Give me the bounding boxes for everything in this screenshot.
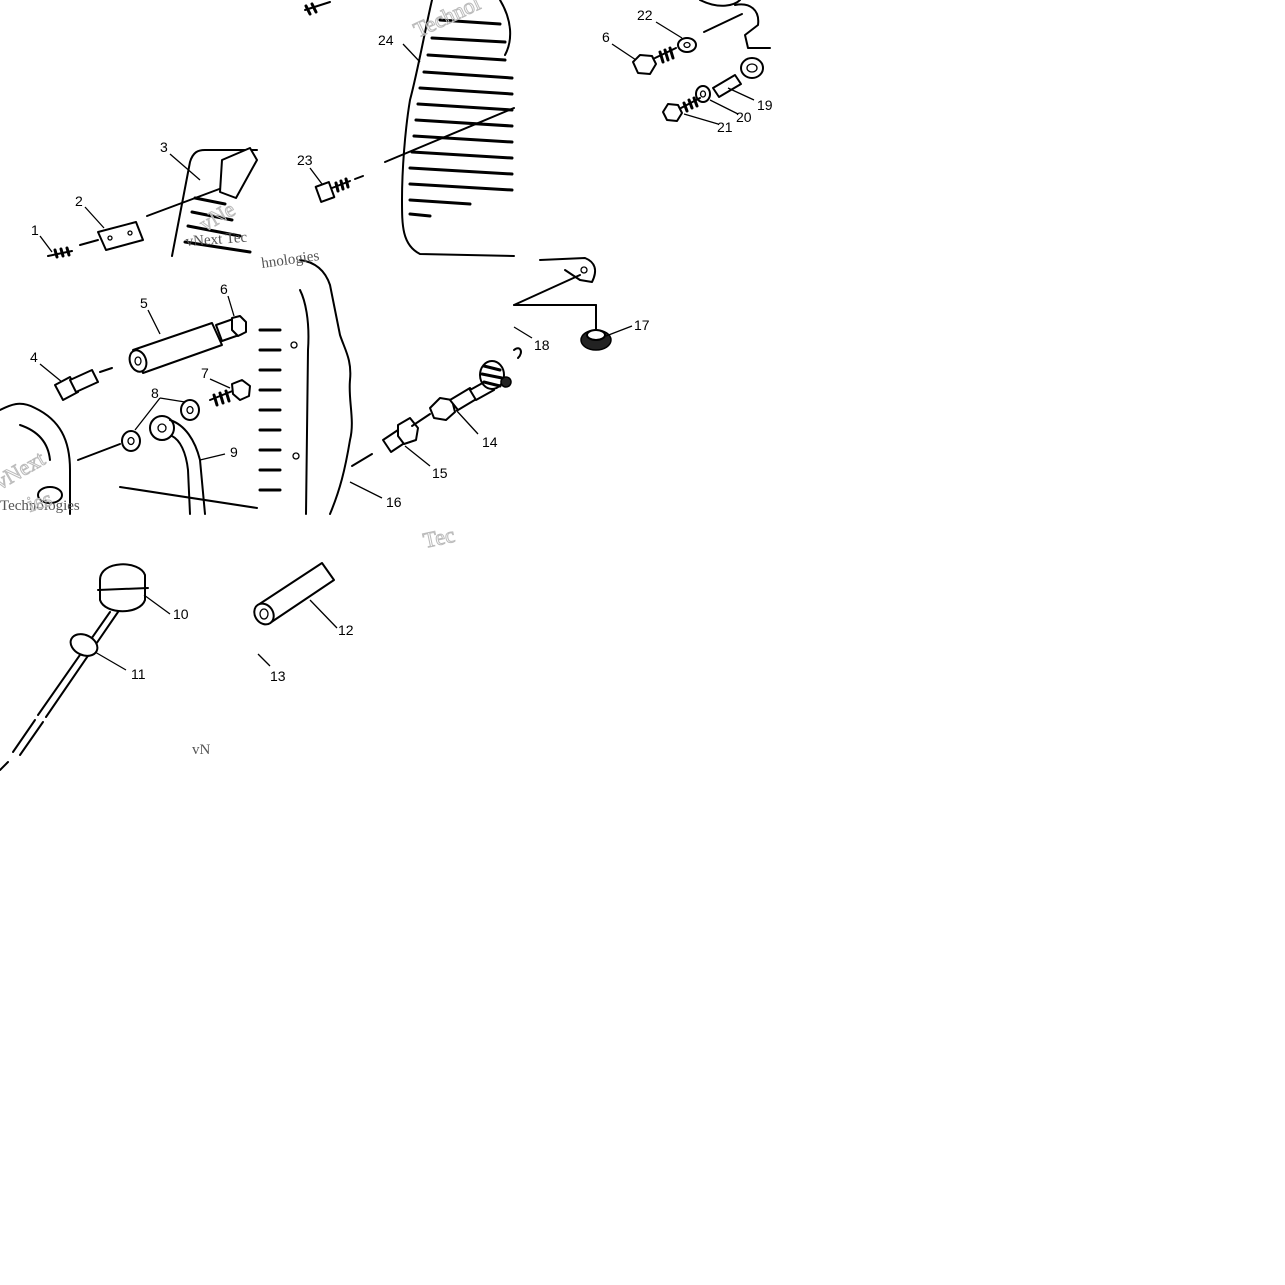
- callout-20: 20: [736, 109, 752, 125]
- callout-14: 14: [482, 434, 498, 450]
- oring-11: [69, 633, 99, 657]
- oil-fitting-group: vNext Technologies: [0, 315, 258, 515]
- dipstick-cap-10: [97, 563, 149, 613]
- callout-1: 1: [31, 222, 39, 238]
- callout-7: 7: [201, 365, 209, 381]
- grommet-17: [580, 329, 612, 351]
- bolt-6-upper: [632, 46, 677, 75]
- callout-16: 16: [386, 494, 402, 510]
- callout-9: 9: [230, 444, 238, 460]
- callout-23: 23: [297, 152, 313, 168]
- engine-case: [0, 402, 71, 515]
- panel-ribs: [408, 18, 514, 218]
- screw-23: [314, 175, 364, 203]
- callout-22: 22: [637, 7, 653, 23]
- fitting-14: [411, 379, 495, 427]
- callout-8: 8: [151, 385, 159, 401]
- mount-hardware-group: [632, 0, 771, 122]
- callout-2: 2: [75, 193, 83, 209]
- callout-21: 21: [717, 119, 733, 135]
- dipstick-shaft: [37, 611, 111, 716]
- screw-1: [47, 246, 73, 259]
- callout-4: 4: [30, 349, 38, 365]
- callout-17: 17: [634, 317, 650, 333]
- tank-ribs: [258, 328, 282, 492]
- fitting-15: [382, 417, 419, 453]
- washer-8b: [180, 399, 200, 421]
- svg-text:Technologies: Technologies: [0, 498, 80, 514]
- callout-6-upper: 6: [602, 29, 610, 45]
- callout-6-middle: 6: [220, 281, 228, 297]
- bracket-ribs: [183, 196, 252, 254]
- grommet-group: [513, 257, 612, 359]
- tank-panel-outline: [401, 0, 515, 257]
- callout-24: 24: [378, 32, 394, 48]
- callout-leaders: [39, 21, 755, 671]
- callout-5: 5: [140, 295, 148, 311]
- grommet: [740, 57, 764, 79]
- fitting-4: [54, 367, 113, 401]
- washer-8a: [121, 430, 141, 452]
- callout-labels: 1 2 3 4 5 6 7 8 9 10 11 12 13 14 15 16 1…: [30, 7, 773, 684]
- callout-18: 18: [534, 337, 550, 353]
- tank-panel-group: [304, 0, 515, 257]
- banjo-9: [149, 415, 206, 515]
- oil-tank-outline: [299, 259, 353, 515]
- top-screw: [304, 1, 331, 16]
- washer-22: [677, 37, 697, 53]
- callout-12: 12: [338, 622, 354, 638]
- callout-15: 15: [432, 465, 448, 481]
- plate-2: [97, 221, 144, 251]
- callout-13: 13: [270, 668, 286, 684]
- bolt-21: [662, 96, 701, 122]
- hose-clamp: [479, 360, 512, 390]
- spacer-19: [712, 74, 742, 98]
- dipstick-group: vN: [0, 563, 211, 771]
- svg-text:Tec: Tec: [421, 522, 457, 553]
- svg-text:hnologies: hnologies: [260, 248, 320, 272]
- callout-19: 19: [757, 97, 773, 113]
- bolt-6-middle: [215, 315, 247, 342]
- callout-10: 10: [173, 606, 189, 622]
- svg-text:vNext Tec: vNext Tec: [185, 230, 248, 250]
- bracket-3: [171, 149, 258, 257]
- callout-3: 3: [160, 139, 168, 155]
- bolt-7: [209, 379, 251, 407]
- svg-text:vN: vN: [192, 742, 211, 758]
- callout-11: 11: [131, 666, 146, 682]
- hose-12-group: [253, 562, 335, 626]
- hose-5: [128, 322, 223, 374]
